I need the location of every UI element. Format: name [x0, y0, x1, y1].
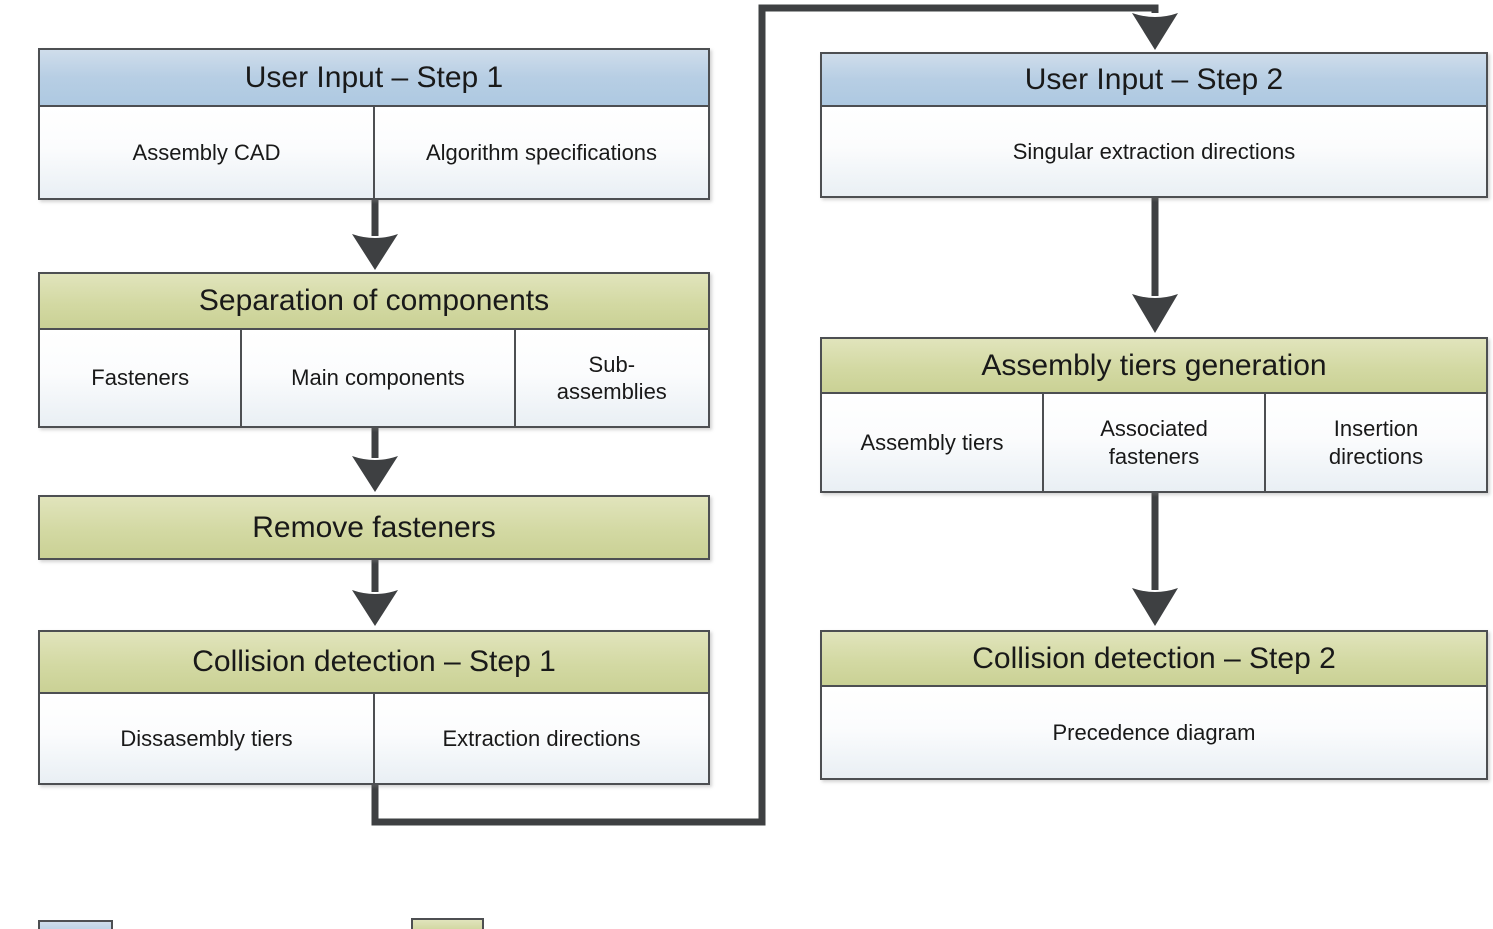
cell-fasteners: Fasteners	[40, 330, 241, 426]
cell-sub-assemblies: Sub-assemblies	[513, 330, 708, 426]
arrow-step2-to-tiers	[1132, 196, 1178, 333]
box-user-input-step-2: User Input – Step 2 Singular extraction …	[820, 52, 1488, 198]
legend-swatch-user-input	[38, 920, 113, 929]
box-header: Collision detection – Step 2	[822, 632, 1486, 687]
box-collision-detection-step-2: Collision detection – Step 2 Precedence …	[820, 630, 1488, 780]
box-body: Dissasembly tiers Extraction directions	[40, 694, 708, 783]
box-header: Remove fasteners	[40, 497, 708, 558]
box-body: Singular extraction directions	[822, 107, 1486, 196]
legend-swatch-process	[411, 918, 484, 929]
arrow-tiers-to-collision2	[1132, 491, 1178, 626]
box-body: Precedence diagram	[822, 687, 1486, 778]
box-collision-detection-step-1: Collision detection – Step 1 Dissasembly…	[38, 630, 710, 785]
cell-extraction-directions: Extraction directions	[373, 694, 708, 783]
cell-assembly-cad: Assembly CAD	[40, 107, 373, 198]
box-body: Assembly tiers Associated fasteners Inse…	[822, 394, 1486, 491]
arrow-remove-to-collision1	[352, 558, 398, 626]
arrow-separation-to-remove	[352, 428, 398, 492]
box-separation-of-components: Separation of components Fasteners Main …	[38, 272, 710, 428]
cell-dissasembly-tiers: Dissasembly tiers	[40, 694, 373, 783]
box-header: Separation of components	[40, 274, 708, 330]
box-body: Fasteners Main components Sub-assemblies	[40, 330, 708, 426]
arrow-step1-to-separation	[352, 198, 398, 270]
cell-associated-fasteners: Associated fasteners	[1042, 394, 1264, 491]
box-remove-fasteners: Remove fasteners	[38, 495, 710, 560]
cell-precedence-diagram: Precedence diagram	[822, 687, 1486, 778]
box-header: User Input – Step 1	[40, 50, 708, 107]
cell-main-components: Main components	[240, 330, 514, 426]
box-header: Collision detection – Step 1	[40, 632, 708, 694]
cell-assembly-tiers: Assembly tiers	[822, 394, 1042, 491]
cell-algorithm-specifications: Algorithm specifications	[373, 107, 708, 198]
box-header: User Input – Step 2	[822, 54, 1486, 107]
box-header: Assembly tiers generation	[822, 339, 1486, 394]
box-assembly-tiers-generation: Assembly tiers generation Assembly tiers…	[820, 337, 1488, 493]
box-user-input-step-1: User Input – Step 1 Assembly CAD Algorit…	[38, 48, 710, 200]
cell-singular-extraction-directions: Singular extraction directions	[822, 107, 1486, 196]
cell-insertion-directions: Insertion directions	[1264, 394, 1486, 491]
box-body: Assembly CAD Algorithm specifications	[40, 107, 708, 198]
